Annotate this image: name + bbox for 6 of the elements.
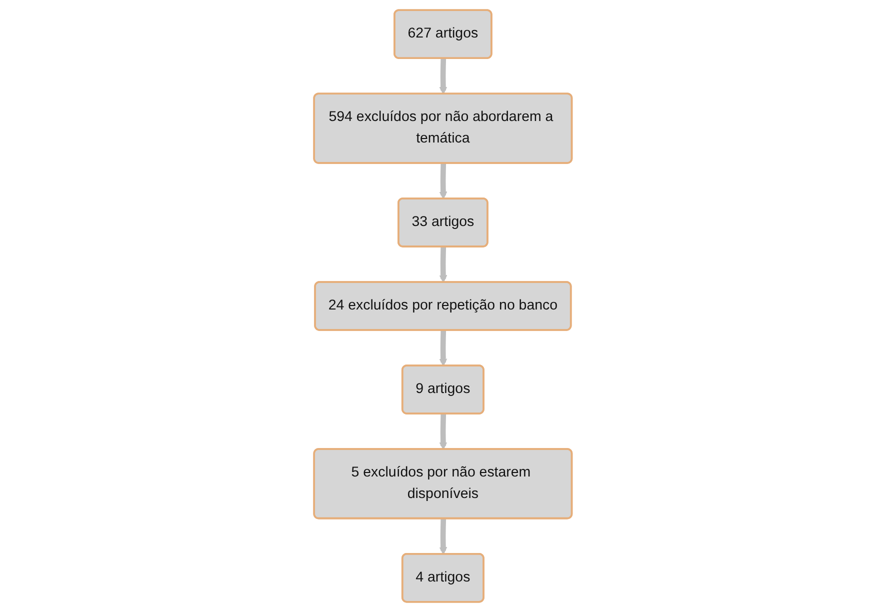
arrow [439,330,448,366]
arrow [439,246,448,283]
arrow [439,163,448,200]
arrow [439,518,448,555]
arrow [439,414,448,450]
arrow [439,58,448,94]
